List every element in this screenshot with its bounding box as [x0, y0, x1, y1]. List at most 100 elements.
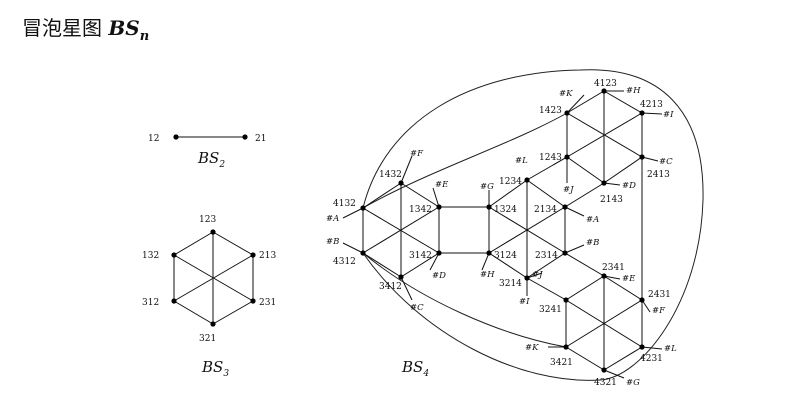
marker-label-F-right: #F — [652, 306, 666, 316]
bs2-graph-name-base: BS — [197, 149, 219, 167]
bs4-vertex-label-1234: 1234 — [499, 177, 522, 187]
marker-stub-G-bottom — [603, 369, 625, 379]
bs3-graph-name: BS3 — [201, 358, 229, 379]
bs4-vertex-label-4123: 4123 — [594, 79, 617, 89]
bs4-edge-3124-3214 — [488, 252, 528, 279]
marker-stub-E-left — [432, 187, 440, 208]
bs4-edge-2143-2134 — [564, 182, 605, 208]
bs4-vertex-4231 — [639, 344, 645, 350]
bs4-edge-4213-1243 — [566, 112, 643, 158]
bs4-vertex-label-4312: 4312 — [333, 257, 356, 267]
bs4-vertex-label-2413: 2413 — [647, 170, 670, 180]
bs3-vertex-213 — [250, 252, 256, 258]
bs4-vertex-3241 — [563, 297, 569, 303]
bs4-vertex-label-3241: 3241 — [539, 305, 562, 315]
bs4-graph-name-sub: 4 — [422, 369, 429, 379]
marker-stub-D-top — [603, 182, 621, 186]
bs3-vertex-label-312: 312 — [142, 298, 159, 308]
marker-label-J-top: #J — [563, 185, 574, 195]
marker-label-H-top: #H — [626, 86, 641, 96]
bs4-vertex-3142 — [436, 250, 442, 256]
marker-stub-J-mid — [526, 272, 543, 279]
bs4-edge-2314-2341 — [564, 252, 605, 277]
bs4-edge-2134-3124 — [488, 206, 566, 254]
marker-label-I-top: #I — [663, 110, 674, 120]
bs2-graph-name-sub: 2 — [218, 160, 225, 170]
bs3-graph-name-base: BS — [201, 358, 223, 376]
bs4-edge-1432-1342 — [400, 182, 440, 208]
marker-label-H-mid: #H — [480, 270, 495, 280]
marker-label-G-bottom: #G — [626, 378, 640, 388]
marker-label-D-top: #D — [622, 181, 636, 191]
marker-label-K-bottom: #K — [525, 343, 539, 353]
vertices-layer — [171, 88, 645, 373]
marker-stub-C-top — [641, 156, 659, 162]
inner-upper-curve — [362, 112, 568, 209]
bs4-graph-name-base: BS — [401, 358, 423, 376]
marker-label-E-right: #E — [622, 274, 636, 284]
bs4-vertex-2413 — [639, 154, 645, 160]
title-cjk: 冒泡星图 — [22, 16, 102, 40]
marker-stub-E-right — [603, 275, 621, 280]
bs4-vertex-2143 — [601, 180, 607, 186]
bs4-vertex-label-1243: 1243 — [539, 153, 562, 163]
bs2-vertex-21 — [242, 134, 248, 140]
bs3-edge-132-123 — [173, 231, 214, 256]
bs4-vertex-1423 — [564, 110, 570, 116]
bs4-edge-3214-3241 — [526, 277, 567, 301]
bs4-edge-2341-2431 — [603, 275, 643, 301]
marker-label-I-mid: #I — [519, 297, 530, 307]
marker-label-B-mid: #B — [586, 238, 599, 248]
bs3-vertex-132 — [171, 252, 177, 258]
bs3-edge-231-321 — [212, 300, 254, 325]
bs4-vertex-label-3214: 3214 — [499, 279, 522, 289]
bs2-graph-name: BS2 — [197, 149, 225, 170]
bs2-vertex-label-21: 21 — [255, 134, 266, 144]
bs2-vertex-label-12: 12 — [148, 134, 159, 144]
marker-stub-B-left — [342, 242, 364, 254]
bs4-edge-4231-4321 — [603, 346, 643, 371]
marker-stub-L-bottom — [641, 346, 663, 350]
marker-stub-H-mid — [481, 252, 490, 271]
marker-label-A-left: #A — [326, 214, 339, 224]
bs4-edge-4312-3412 — [362, 252, 402, 278]
bs4-vertex-label-2341: 2341 — [602, 263, 625, 273]
bs3-vertex-123 — [210, 229, 216, 235]
marker-label-C-top: #C — [659, 157, 673, 167]
marker-stub-F-left — [400, 155, 413, 184]
bs4-vertex-1324 — [486, 204, 492, 210]
bs4-vertex-label-4321: 4321 — [594, 378, 617, 388]
bs4-vertex-4321 — [601, 367, 607, 373]
bs4-vertex-1432 — [398, 180, 404, 186]
bs4-edge-2314-3214 — [526, 252, 566, 279]
marker-label-B-left: #B — [326, 237, 339, 247]
bs4-vertex-label-4132: 4132 — [333, 199, 356, 209]
bs4-vertex-label-1423: 1423 — [539, 106, 562, 116]
bs4-vertex-label-4213: 4213 — [640, 100, 663, 110]
marker-stub-A-left — [342, 207, 364, 219]
bs4-vertex-2341 — [601, 273, 607, 279]
bs4-edge-1234-2134 — [526, 179, 566, 208]
title-math-sub: n — [139, 29, 150, 44]
bs4-edge-1432-4132 — [362, 182, 402, 209]
bs4-vertex-2431 — [639, 297, 645, 303]
bs4-vertex-4312 — [360, 250, 366, 256]
bs4-edge-3421-4321 — [565, 346, 605, 371]
bs3-edge-123-213 — [212, 231, 254, 256]
marker-label-J-mid: #J — [532, 270, 543, 280]
marker-label-C-left: #C — [410, 303, 424, 313]
bs4-vertex-1342 — [436, 204, 442, 210]
inner-lower-curve — [362, 252, 567, 348]
bs3-graph-name-sub: 3 — [223, 369, 229, 379]
bs4-vertex-label-3412: 3412 — [379, 282, 402, 292]
bs3-vertex-label-132: 132 — [142, 251, 159, 261]
bs4-vertex-label-2134: 2134 — [534, 205, 557, 215]
bs4-edge-2431-3421 — [565, 299, 643, 348]
markers-layer — [342, 90, 663, 379]
bs4-vertex-3421 — [563, 344, 569, 350]
bs4-vertex-label-3421: 3421 — [550, 358, 573, 368]
marker-label-L-top: #L — [515, 156, 528, 166]
